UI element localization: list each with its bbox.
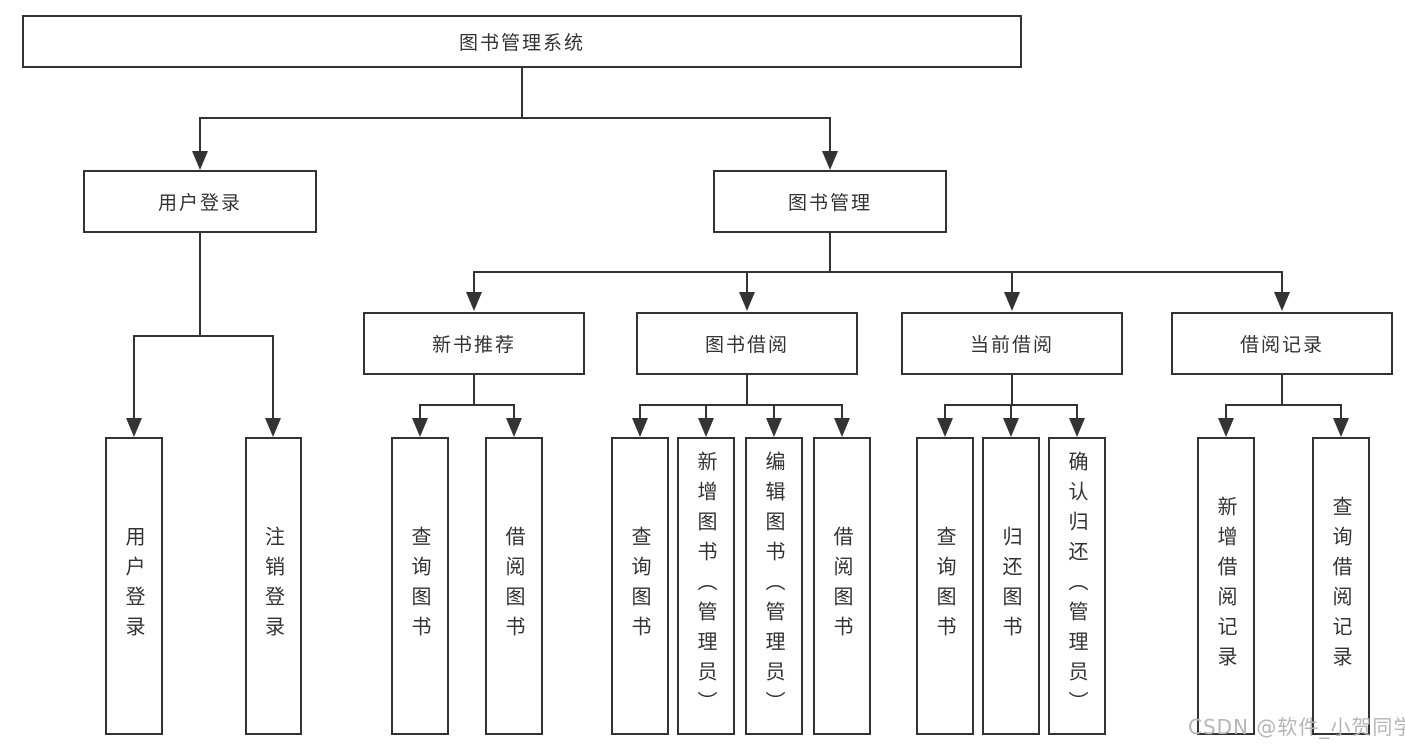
node-borrowing-records: 借阅记录 [1171,312,1393,375]
node-label: 新增图书（管理员） [694,451,718,721]
connector-line [746,271,748,293]
arrow-down-icon [412,418,428,437]
arrow-down-icon [1069,418,1085,437]
arrow-down-icon [192,151,208,170]
connector-line [1076,404,1078,419]
connector-line [705,404,707,419]
connector-line [1225,404,1227,419]
node-label: 查询借阅记录 [1329,496,1353,676]
connector-line [829,117,831,151]
node-label: 查询图书 [628,526,652,646]
node-label: 当前借阅 [969,334,1054,356]
node-label: 新书推荐 [431,334,516,356]
arrow-down-icon [466,292,482,311]
arrow-down-icon [632,418,648,437]
connector-line [829,233,831,273]
connector-line [773,404,775,419]
node-label: 编辑图书（管理员） [762,451,786,721]
node-label: 确认归还（管理员） [1065,451,1089,721]
node-label: 借阅记录 [1239,334,1324,356]
leaf-logout: 注销登录 [245,437,302,735]
node-label: 借阅图书 [830,526,854,646]
arrow-down-icon [739,292,755,311]
connector-line [199,233,201,336]
connector-line [639,404,843,406]
arrow-down-icon [822,151,838,170]
leaf-add-books-admin: 新增图书（管理员） [677,437,735,735]
leaf-borrow-books: 借阅图书 [813,437,871,735]
node-book-borrowing: 图书借阅 [636,312,858,375]
node-user-login: 用户登录 [83,170,317,233]
connector-line [473,271,475,293]
connector-line [199,117,201,151]
node-book-management: 图书管理 [713,170,947,233]
node-label: 图书管理系统 [458,32,585,54]
arrow-down-icon [126,418,142,437]
connector-line [473,375,475,406]
leaf-user-login: 用户登录 [105,437,163,735]
node-label: 用户登录 [122,526,146,646]
node-label: 借阅图书 [502,526,526,646]
leaf-edit-books-admin: 编辑图书（管理员） [745,437,803,735]
connector-line [473,271,1283,273]
connector-line [639,404,641,419]
connector-line [513,404,515,419]
connector-line [1010,404,1012,419]
connector-line [944,404,946,419]
node-label: 查询图书 [933,526,957,646]
connector-line [133,335,274,337]
leaf-borrow-books-recommend: 借阅图书 [485,437,543,735]
leaf-query-books-recommend: 查询图书 [391,437,449,735]
node-label: 图书借阅 [704,334,789,356]
node-library-management-system: 图书管理系统 [22,15,1022,68]
arrow-down-icon [506,418,522,437]
node-new-book-recommendation: 新书推荐 [363,312,585,375]
arrow-down-icon [1218,418,1234,437]
node-label: 图书管理 [787,192,872,214]
connector-line [746,375,748,406]
connector-line [1281,271,1283,293]
arrow-down-icon [1333,418,1349,437]
node-label: 注销登录 [261,526,286,646]
arrow-down-icon [698,418,714,437]
leaf-query-books-current: 查询图书 [916,437,974,735]
leaf-return-books: 归还图书 [982,437,1040,735]
connector-line [1281,375,1283,406]
leaf-add-borrow-record: 新增借阅记录 [1197,437,1255,735]
arrow-down-icon [937,418,953,437]
leaf-query-borrow-record: 查询借阅记录 [1312,437,1370,735]
csdn-watermark: CSDN @软件_小贺同学 [1188,715,1405,739]
arrow-down-icon [1003,418,1019,437]
connector-line [521,68,523,118]
arrow-down-icon [1274,292,1290,311]
connector-line [419,404,421,419]
connector-line [133,335,135,419]
arrow-down-icon [834,418,850,437]
connector-line [1340,404,1342,419]
connector-line [419,404,515,406]
leaf-confirm-return-admin: 确认归还（管理员） [1048,437,1106,735]
connector-line [272,335,274,419]
connector-line [1225,404,1342,406]
arrow-down-icon [265,418,281,437]
arrow-down-icon [1004,292,1020,311]
leaf-query-books-borrowing: 查询图书 [611,437,669,735]
node-label: 归还图书 [999,526,1023,646]
connector-line [1011,375,1013,406]
node-label: 新增借阅记录 [1214,496,1238,676]
connector-line [841,404,843,419]
arrow-down-icon [766,418,782,437]
connector-line [1011,271,1013,293]
node-current-borrowing: 当前借阅 [901,312,1123,375]
node-label: 用户登录 [157,192,242,214]
node-label: 查询图书 [408,526,432,646]
connector-line [199,117,831,119]
